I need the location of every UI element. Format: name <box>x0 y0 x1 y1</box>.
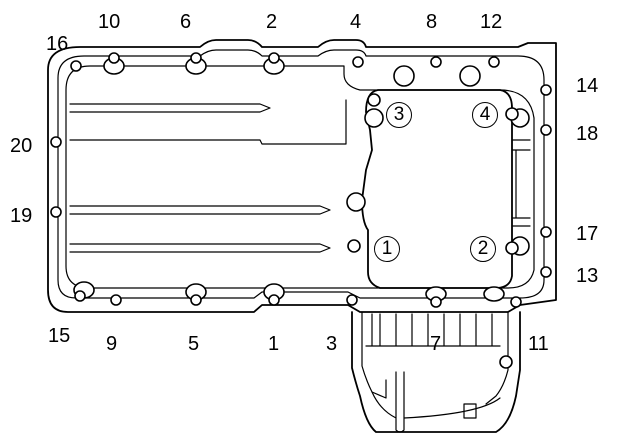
bolt-hole-9 <box>110 294 122 306</box>
right-channel <box>511 139 531 227</box>
boss <box>393 65 415 87</box>
boss <box>364 108 384 128</box>
bolt-label-6: 6 <box>180 11 192 33</box>
boss <box>499 355 513 369</box>
bolt-label-15: 15 <box>48 325 71 347</box>
rib-1 <box>69 205 331 215</box>
bolt-hole-19 <box>50 206 62 218</box>
bolt-holes <box>50 52 552 308</box>
pan-outer-outline <box>47 39 557 313</box>
stud-label-2: 2 <box>470 236 496 262</box>
shelf-upper-lower <box>69 99 347 145</box>
bolt-label-10: 10 <box>98 11 121 33</box>
bolt-label-11: 11 <box>528 333 549 355</box>
bolt-hole-18 <box>540 124 552 136</box>
bolt-hole-13 <box>540 266 552 278</box>
bolt-label-2: 2 <box>266 11 278 33</box>
bolt-label-18: 18 <box>576 123 599 145</box>
bolt-label-4: 4 <box>350 11 362 33</box>
boss <box>459 65 481 87</box>
bolt-hole-5 <box>190 294 202 306</box>
bolt-hole-1 <box>268 294 280 306</box>
bolt-hole-3 <box>346 294 358 306</box>
pan-sump-edge <box>65 65 535 289</box>
bolt-label-13: 13 <box>576 265 599 287</box>
bolt-hole-10 <box>108 52 120 64</box>
bolt-label-12: 12 <box>480 11 503 33</box>
stud-hole-2 <box>505 241 519 255</box>
bolt-label-20: 20 <box>10 135 33 157</box>
bolt-label-7: 7 <box>430 333 442 355</box>
bolt-hole-17 <box>540 226 552 238</box>
bolt-hole-2 <box>268 52 280 64</box>
bolt-label-1: 1 <box>268 333 280 355</box>
bolt-label-19: 19 <box>10 205 33 227</box>
bolt-label-9: 9 <box>106 333 118 355</box>
rib-2 <box>69 243 331 253</box>
pan-inner-outline <box>57 49 545 299</box>
bolt-label-14: 14 <box>576 75 599 97</box>
bolt-label-8: 8 <box>426 11 438 33</box>
bolt-label-17: 17 <box>576 223 599 245</box>
bolt-hole-16 <box>70 60 82 72</box>
lower-sump <box>351 311 521 433</box>
bolt-hole-11 <box>510 296 522 308</box>
stud-hole-1 <box>347 239 361 253</box>
stud-label-4: 4 <box>472 102 498 128</box>
bolt-label-5: 5 <box>188 333 200 355</box>
stud-hole-3 <box>367 93 381 107</box>
bolt-label-3: 3 <box>326 333 338 355</box>
bolt-hole-7 <box>430 296 442 308</box>
bolt-hole-20 <box>50 136 62 148</box>
fins <box>365 313 501 347</box>
sump-well <box>361 89 513 289</box>
stud-hole-4 <box>505 107 519 121</box>
stud-label-3: 3 <box>386 102 412 128</box>
boss <box>483 286 505 302</box>
shelf-upper <box>69 103 271 113</box>
lower-sump-inner <box>361 311 509 405</box>
boss <box>346 192 366 212</box>
bolt-hole-12 <box>488 56 500 68</box>
drain-channel <box>371 371 501 433</box>
bolt-hole-6 <box>190 52 202 64</box>
bolt-label-16: 16 <box>46 33 69 55</box>
bolt-hole-14 <box>540 84 552 96</box>
bolt-hole-8 <box>430 56 442 68</box>
drain-plug <box>463 403 477 419</box>
stud-label-1: 1 <box>374 236 400 262</box>
bolt-hole-15 <box>74 290 86 302</box>
bolt-hole-4 <box>352 56 364 68</box>
